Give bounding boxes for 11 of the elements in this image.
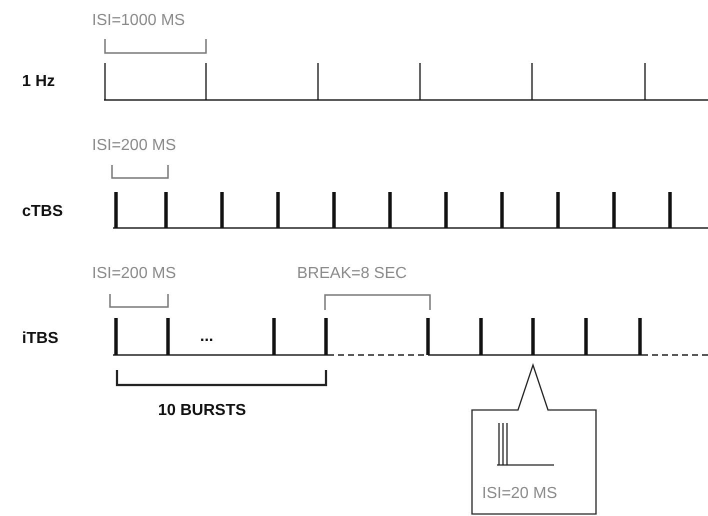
count-label: 10 BURSTS [158,402,246,420]
interval-label: ISI=20 MS [482,485,558,503]
row-label: 1 Hz [22,73,55,91]
interval-label: ISI=1000 MS [92,12,185,30]
interval-label: ISI=200 MS [92,265,176,283]
interval-label: BREAK=8 SEC [297,265,407,283]
ellipsis: ... [200,328,214,346]
row-label: cTBS [22,203,63,221]
row-label: iTBS [22,330,58,348]
interval-label: ISI=200 MS [92,137,176,155]
callout-box [471,364,597,515]
